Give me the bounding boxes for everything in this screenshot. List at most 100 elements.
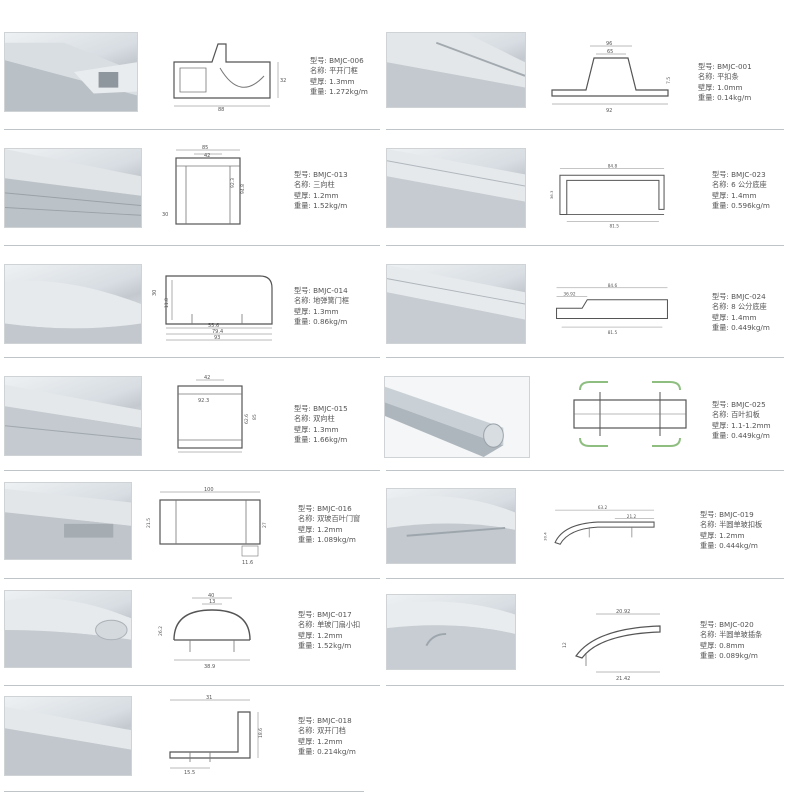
dim-label: 92.3 [198,398,209,404]
dim-label: 42 [204,153,210,159]
weight-label: 重量 [294,317,309,327]
model-label: 型号 [712,292,727,301]
product-photo [386,148,526,228]
thickness-label: 壁厚 [294,190,309,200]
row-divider [386,685,784,686]
weight-value: 0.449kg/m [731,323,770,333]
profile-drawing: 31 18.6 15.5 [150,692,278,776]
thickness-label: 壁厚 [310,76,325,86]
profile-drawing: 88 32 [160,32,288,116]
model-value: BMJC-019 [719,510,754,519]
dim-label: 21.42 [616,676,630,682]
name-label: 名称 [294,414,309,424]
model-value: BMJC-020 [719,620,754,629]
dim-label: 21.2 [627,514,637,520]
dim-label: 88 [218,107,224,113]
dim-label: 36.3 [549,190,554,199]
thickness-value: 0.8mm [719,640,745,650]
thickness-value: 1.4mm [731,190,757,200]
model-label: 型号 [294,286,309,295]
product-photo [384,376,530,458]
thickness-value: 1.0mm [717,82,743,92]
dim-label: 40 [208,593,214,599]
name-label: 名称 [298,726,313,736]
name-label: 名称 [700,520,715,530]
profile-drawing [560,372,700,456]
model-value: BMJC-023 [731,170,766,179]
profile-drawing: 84.6 36.92 81.5 [548,268,676,352]
weight-label: 重量 [298,535,313,545]
name-label: 名称 [294,296,309,306]
weight-value: 0.596kg/m [731,201,770,211]
row-divider [386,357,784,358]
model-label: 型号 [294,404,309,413]
row-divider [386,129,784,130]
row-divider [4,129,380,130]
product-photo [4,264,142,344]
thickness-value: 1.2mm [317,524,343,534]
profile-drawing: 20.92 21.42 12 [556,600,684,684]
thickness-value: 1.2mm [313,190,339,200]
dim-label: 84.8 [608,164,618,170]
weight-value: 1.52kg/m [317,641,352,651]
thickness-label: 壁厚 [712,420,727,430]
name-value: 6 公分底座 [731,180,767,190]
weight-label: 重量 [712,323,727,333]
weight-label: 重量 [298,641,313,651]
weight-label: 重量 [298,747,313,757]
weight-label: 重量 [294,435,309,445]
product-photo [386,488,516,564]
profile-drawing: 96 65 92 7.5 [546,38,674,122]
thickness-value: 1.1-1.2mm [731,420,771,430]
product-photo [386,264,526,344]
row-divider [386,470,784,471]
weight-label: 重量 [698,93,713,103]
profile-drawing: 42 92.3 62.6 85 [156,372,284,456]
name-label: 名称 [298,620,313,630]
model-label: 型号 [298,504,313,513]
model-label: 型号 [698,62,713,71]
product-photo [4,590,132,668]
dim-label: 15.5 [184,770,195,776]
name-value: 双向柱 [313,414,335,424]
weight-label: 重量 [700,541,715,551]
name-value: 半圆单玻扣板 [719,520,763,530]
profile-drawing: 30 11.8 55.6 79.4 93 [152,264,280,348]
model-value: BMJC-001 [717,62,752,71]
model-value: BMJC-017 [317,610,352,619]
model-label: 型号 [712,400,727,409]
spec-block: 型号: BMJC-020 名称: 半圆单玻插条 壁厚: 0.8mm 重量: 0.… [700,620,763,661]
weight-value: 1.66kg/m [313,435,348,445]
product-photo [386,594,516,670]
profile-drawing: 85 42 92.3 94.8 30 [156,144,284,228]
model-value: BMJC-025 [731,400,766,409]
weight-value: 0.86kg/m [313,317,348,327]
name-label: 名称 [698,72,713,82]
dim-label: 31 [206,695,212,701]
model-value: BMJC-014 [313,286,348,295]
spec-block: 型号: BMJC-001 名称: 平扣条 壁厚: 1.0mm 重量: 0.14k… [698,62,752,103]
product-photo [4,482,132,560]
thickness-value: 1.3mm [313,424,339,434]
product-photo [4,376,142,456]
dim-label: 85 [202,145,208,151]
spec-block: 型号: BMJC-019 名称: 半圆单玻扣板 壁厚: 1.2mm 重量: 0.… [700,510,763,551]
model-label: 型号 [700,620,715,629]
profile-drawing: 100 21.5 27 11.6 [146,486,274,570]
dim-label: 7.5 [666,77,672,84]
name-value: 平扣条 [717,72,739,82]
name-label: 名称 [700,630,715,640]
name-label: 名称 [712,302,727,312]
row-divider [386,578,784,579]
thickness-value: 1.2mm [317,736,343,746]
model-value: BMJC-006 [329,56,364,65]
product-photo [4,32,138,112]
row-divider [4,578,380,579]
weight-value: 1.272kg/m [329,87,368,97]
name-value: 平开门框 [329,66,358,76]
profile-drawing: 63.2 21.2 30.4 [538,492,666,576]
thickness-value: 1.3mm [329,76,355,86]
row-divider [4,685,380,686]
name-label: 名称 [298,514,313,524]
profile-drawing: 40 13 38.9 26.2 [152,590,280,674]
